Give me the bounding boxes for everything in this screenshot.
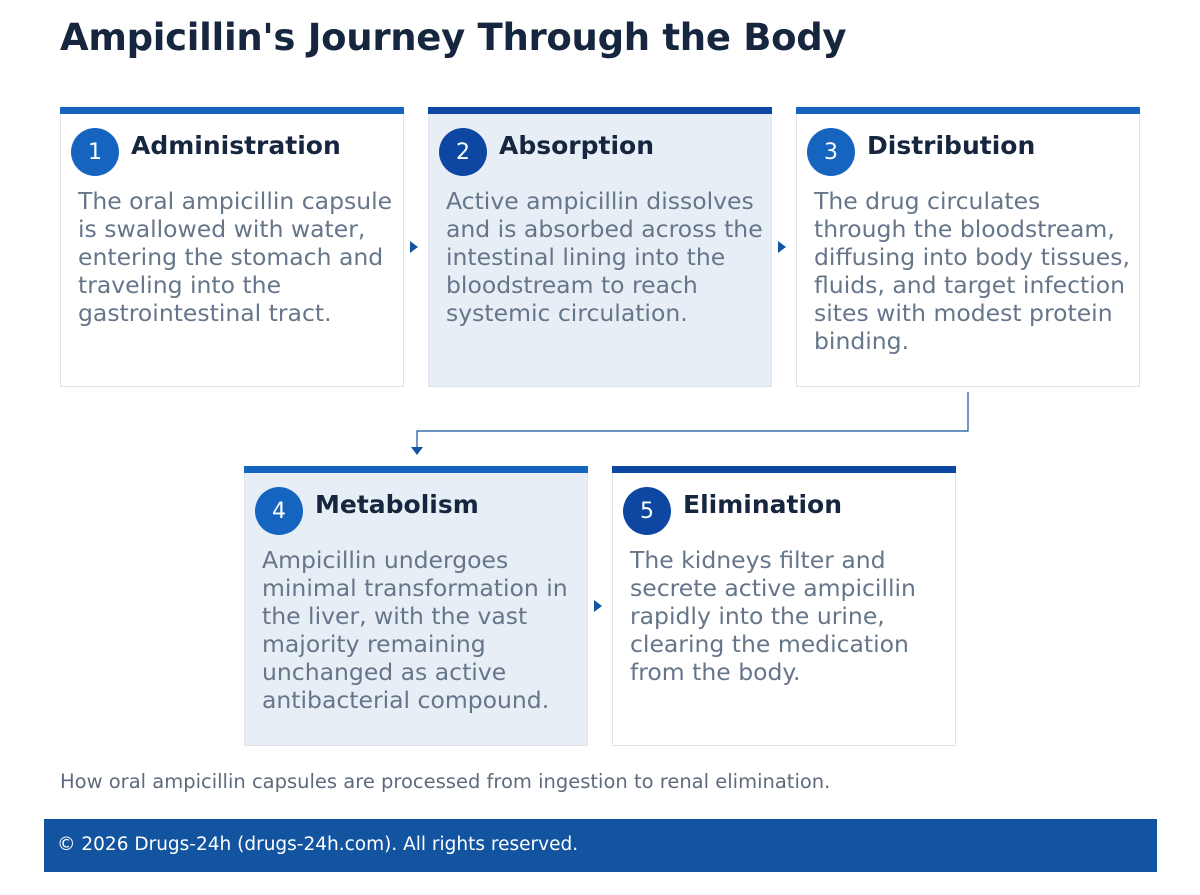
card-accent-bar [244, 466, 588, 473]
step-title: Administration [131, 131, 341, 160]
step-number-badge: 2 [439, 128, 487, 176]
card-accent-bar [60, 107, 404, 114]
step-card-metabolism: 4 Metabolism Ampicillin undergoes minima… [244, 466, 588, 746]
wrap-connector-line [416, 392, 969, 448]
step-title: Distribution [867, 131, 1036, 160]
arrow-right-icon [594, 600, 602, 612]
step-card-distribution: 3 Distribution The drug circulates throu… [796, 107, 1140, 387]
step-title: Elimination [683, 490, 842, 519]
step-description: The kidneys filter and secrete active am… [630, 546, 916, 686]
step-card-administration: 1 Administration The oral ampicillin cap… [60, 107, 404, 387]
arrow-down-icon [411, 447, 423, 455]
step-card-elimination: 5 Elimination The kidneys filter and sec… [612, 466, 956, 746]
step-number-badge: 4 [255, 487, 303, 535]
step-description: Active ampicillin dissolves and is absor… [446, 187, 763, 327]
card-accent-bar [428, 107, 772, 114]
copyright-text: © 2026 Drugs-24h (drugs-24h.com). All ri… [57, 834, 579, 855]
card-accent-bar [796, 107, 1140, 114]
step-number-badge: 5 [623, 487, 671, 535]
step-title: Absorption [499, 131, 655, 160]
step-card-absorption: 2 Absorption Active ampicillin dissolves… [428, 107, 772, 387]
diagram-caption: How oral ampicillin capsules are process… [60, 770, 831, 793]
step-description: The drug circulates through the bloodstr… [814, 187, 1130, 355]
page-title: Ampicillin's Journey Through the Body [60, 16, 847, 59]
footer-bar: © 2026 Drugs-24h (drugs-24h.com). All ri… [44, 819, 1157, 872]
card-accent-bar [612, 466, 956, 473]
step-title: Metabolism [315, 490, 479, 519]
arrow-right-icon [778, 241, 786, 253]
step-description: The oral ampicillin capsule is swallowed… [78, 187, 393, 327]
step-description: Ampicillin undergoes minimal transformat… [262, 546, 568, 714]
step-number-badge: 3 [807, 128, 855, 176]
step-number-badge: 1 [71, 128, 119, 176]
arrow-right-icon [410, 241, 418, 253]
